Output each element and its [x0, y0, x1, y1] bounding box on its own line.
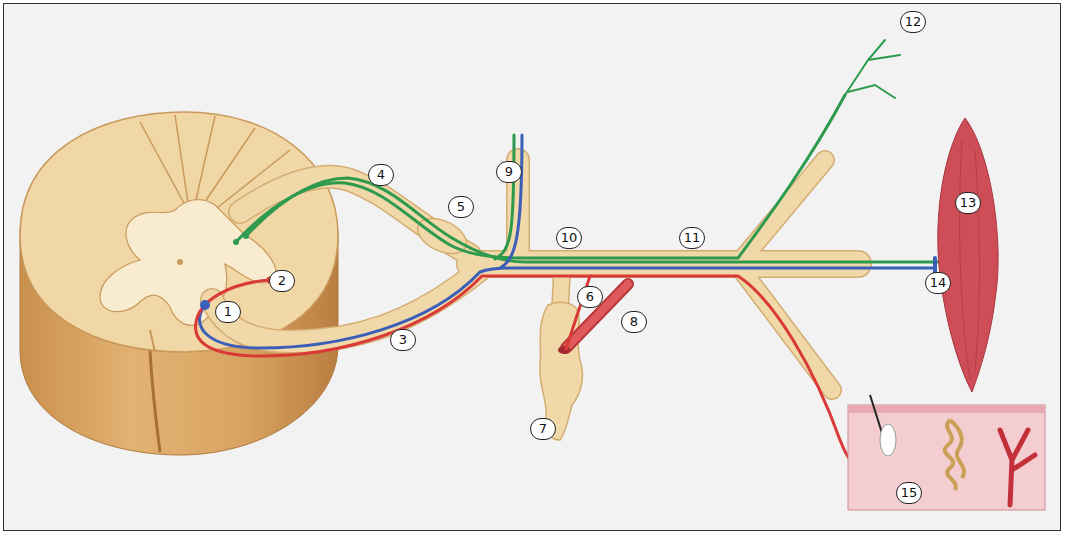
callout-number: 14 [925, 272, 951, 294]
callout-number: 10 [556, 227, 582, 249]
callout-number: 8 [621, 311, 647, 333]
callout-number: 12 [900, 11, 926, 33]
callout-number: 15 [896, 482, 922, 504]
callout-number: 6 [577, 286, 603, 308]
callout-number: 11 [679, 227, 705, 249]
callout-number: 5 [448, 196, 474, 218]
callout-number: 2 [269, 270, 295, 292]
callout-number: 13 [955, 192, 981, 214]
callout-number: 1 [215, 301, 241, 323]
callout-number: 4 [368, 164, 394, 186]
callout-number: 3 [390, 329, 416, 351]
callout-number: 9 [496, 161, 522, 183]
callout-number: 7 [530, 418, 556, 440]
